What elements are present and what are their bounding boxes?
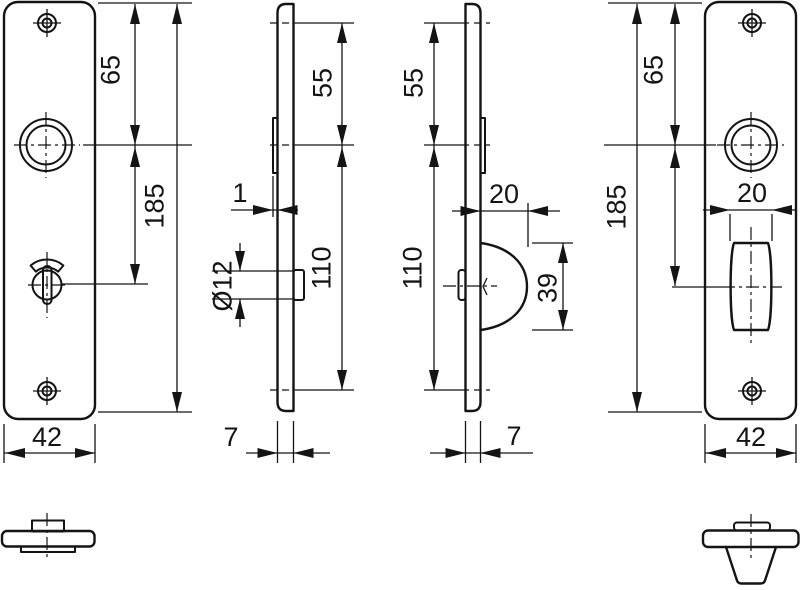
plate-outline — [2, 0, 97, 421]
dimension-lines-right-plate — [604, 2, 797, 463]
thumbturn-knob-side — [443, 239, 529, 334]
dim-label-top-to-lever: 65 — [638, 55, 668, 85]
view-wc-plate-side: 55 110 20 39 7 — [397, 2, 573, 463]
hole-rim-ridge — [479, 117, 486, 174]
washer-body — [0, 529, 96, 548]
dim-label-plate-width: 42 — [32, 422, 62, 452]
washer-flange — [20, 545, 76, 553]
dim-label-knob-depth: 20 — [489, 179, 519, 209]
dim-label-plate-width: 42 — [736, 422, 766, 452]
spindle-guide-bush — [457, 269, 467, 301]
dim-label-spindle-hole: Ø12 — [207, 260, 237, 311]
dim-label-thickness-left: 7 — [223, 422, 238, 452]
dim-label-lever-to-screw: 110 — [397, 246, 427, 289]
dim-label-screw-to-lever: 55 — [398, 68, 428, 98]
view-wc-plate-front: 65 185 20 42 — [601, 0, 798, 463]
screw-hole-top-icon — [33, 9, 61, 37]
lever-hole — [717, 112, 784, 178]
profile-outline — [464, 2, 482, 413]
base-spigot — [724, 545, 778, 585]
screw-hole-bottom-icon — [33, 377, 61, 405]
lever-hole — [14, 112, 80, 178]
thumbturn-knob-front — [722, 227, 782, 346]
part-support-washer-side — [0, 513, 96, 558]
view-lever-plate-front: 65 185 42 — [2, 0, 192, 463]
screw-hole-top-icon — [738, 9, 766, 37]
dim-label-plate-height: 185 — [601, 184, 631, 229]
dimension-lines-left-profile — [212, 22, 354, 463]
dimension-lines-right-profile — [424, 22, 573, 463]
dim-label-thickness-right: 7 — [506, 421, 521, 451]
dimension-lines-left-plate — [3, 2, 192, 463]
dim-label-knob-width: 20 — [737, 178, 767, 208]
screw-hole-bottom-icon — [738, 377, 766, 405]
spindle-guide-bush — [292, 269, 305, 301]
part-thumbturn-base-side — [701, 514, 800, 585]
dim-label-top-to-lever: 65 — [95, 55, 125, 85]
dim-label-lever-to-screw: 110 — [306, 246, 336, 289]
dim-label-rim-height: 1 — [232, 178, 247, 208]
dim-label-screw-to-lever: 55 — [307, 68, 337, 98]
profile-outline — [276, 2, 295, 413]
view-lever-plate-side: 55 110 Ø12 1 7 — [207, 2, 354, 463]
emergency-release-turn — [28, 252, 67, 318]
dim-label-knob-length: 39 — [532, 273, 562, 303]
dim-label-plate-height: 185 — [139, 183, 169, 228]
